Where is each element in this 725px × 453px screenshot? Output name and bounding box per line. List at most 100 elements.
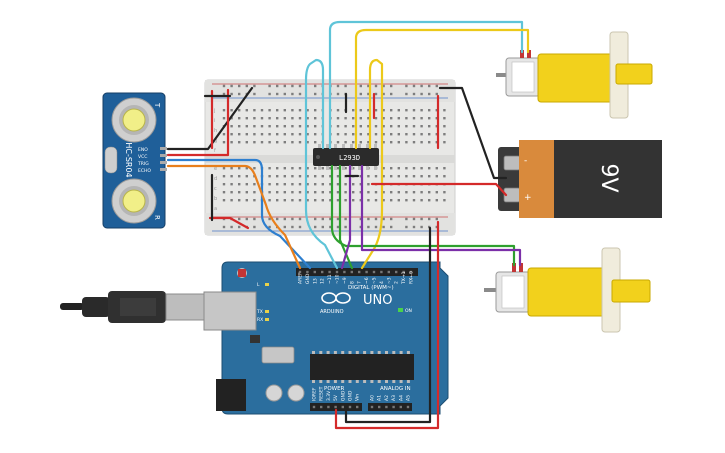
power-pin-hole[interactable] [312, 405, 316, 409]
breadboard-hole [245, 183, 248, 186]
power-pin-label: GND [348, 390, 354, 401]
digital-pin-hole[interactable] [350, 270, 353, 274]
breadboard-hole [336, 175, 340, 178]
breadboard-hole [390, 141, 393, 144]
breadboard-rail-hole [428, 92, 431, 96]
breadboard-hole [230, 133, 233, 136]
breadboard-rail-hole [253, 225, 256, 229]
breadboard-hole [420, 141, 423, 144]
analog-pin-hole[interactable] [385, 405, 388, 409]
breadboard-rail-hole [390, 217, 393, 221]
sensor-mark-t: T [153, 102, 161, 108]
breadboard-hole [405, 191, 408, 194]
breadboard-hole [321, 199, 324, 202]
breadboard-hole [245, 191, 248, 194]
breadboard-hole [390, 125, 393, 128]
breadboard-hole [397, 141, 400, 144]
power-pin-hole[interactable] [348, 405, 352, 409]
breadboard-hole [382, 167, 385, 170]
digital-pin-hole[interactable] [335, 270, 339, 274]
digital-pin-hole[interactable] [328, 270, 331, 274]
usb-port [203, 291, 257, 331]
breadboard-hole [405, 175, 408, 178]
chip-pins [318, 144, 377, 170]
digital-pin-label: 8 [349, 281, 355, 284]
digital-pin-hole[interactable] [372, 270, 376, 274]
breadboard-hole [367, 183, 370, 186]
digital-pin-hole[interactable] [321, 270, 324, 274]
sensor-pin-label: VCC [138, 154, 147, 160]
breadboard-hole [390, 133, 393, 136]
breadboard-hole [222, 199, 226, 202]
l293d-chip[interactable]: L293D [313, 144, 379, 170]
digital-pin-hole[interactable] [298, 270, 302, 274]
breadboard-rail-hole [382, 92, 385, 96]
digital-pin-hole[interactable] [313, 270, 316, 274]
battery-9v[interactable]: 9V - + [498, 140, 662, 218]
digital-pin-hole[interactable] [343, 270, 346, 274]
breadboard-hole [298, 117, 302, 120]
breadboard-hole [374, 191, 378, 194]
breadboard-hole [260, 125, 264, 128]
breadboard-hole [336, 191, 340, 194]
digital-pin-hole[interactable] [380, 270, 383, 274]
breadboard-rail-hole [359, 92, 362, 96]
power-pin-hole[interactable] [356, 405, 359, 409]
dc-motor-top[interactable] [496, 31, 653, 119]
breadboard-hole [412, 175, 416, 178]
power-pin-hole[interactable] [341, 405, 344, 409]
breadboard-hole [321, 183, 324, 186]
breadboard-hole [443, 199, 446, 202]
analog-pin-hole[interactable] [392, 405, 395, 409]
digital-pin-hole[interactable] [395, 270, 398, 274]
breadboard-rail-hole [314, 92, 317, 96]
analog-pin-hole[interactable] [399, 405, 402, 409]
digital-pin-hole[interactable] [365, 270, 368, 274]
analog-pin-hole[interactable] [378, 405, 381, 409]
digital-pin-hole[interactable] [358, 270, 361, 274]
breadboard-hole [352, 133, 355, 136]
dc-motor-bottom[interactable] [484, 247, 651, 333]
digital-pin-hole[interactable] [409, 270, 413, 274]
breadboard-hole [291, 141, 294, 144]
breadboard-hole [291, 199, 294, 202]
breadboard-hole [352, 167, 355, 170]
breadboard-hole [283, 167, 286, 170]
breadboard-hole [268, 109, 271, 112]
breadboard-rail-hole [374, 225, 378, 229]
analog-pin-hole[interactable] [406, 405, 410, 409]
chip-pin [318, 144, 321, 148]
breadboard-hole [344, 141, 347, 144]
breadboard-hole [238, 133, 241, 136]
breadboard-rail-hole [230, 84, 233, 88]
power-pin-hole[interactable] [334, 405, 337, 409]
breadboard-hole [359, 117, 362, 120]
breadboard-hole [382, 109, 385, 112]
analog-pin-label: A5 [406, 395, 412, 401]
reset-button[interactable] [238, 269, 246, 277]
breadboard-rail-hole [336, 225, 340, 229]
breadboard-rail-hole [359, 217, 362, 221]
power-pin-hole[interactable] [320, 405, 323, 409]
power-pin-hole[interactable] [327, 405, 330, 409]
mcu-pin [326, 351, 330, 354]
breadboard-hole [374, 199, 378, 202]
digital-pin-hole[interactable] [402, 270, 405, 274]
breadboard-hole [298, 167, 302, 170]
power-pin-label: Vin [355, 394, 361, 401]
breadboard-hole [390, 167, 393, 170]
mcu-pin [341, 351, 345, 354]
analog-pin-hole[interactable] [370, 405, 374, 409]
ultrasonic-sensor[interactable]: HC-SR04 T R ENO VCC TRIG ECHO [102, 92, 167, 229]
chip-pin [318, 166, 321, 170]
breadboard-hole [222, 183, 226, 186]
breadboard-rail-hole [367, 84, 370, 88]
breadboard-hole [412, 199, 416, 202]
mcu-pin [370, 351, 374, 354]
breadboard-hole [412, 117, 416, 120]
breadboard-rail-hole [238, 225, 241, 229]
breadboard-hole [420, 175, 423, 178]
digital-pin-hole[interactable] [387, 270, 390, 274]
digital-pin-hole[interactable] [306, 270, 309, 274]
